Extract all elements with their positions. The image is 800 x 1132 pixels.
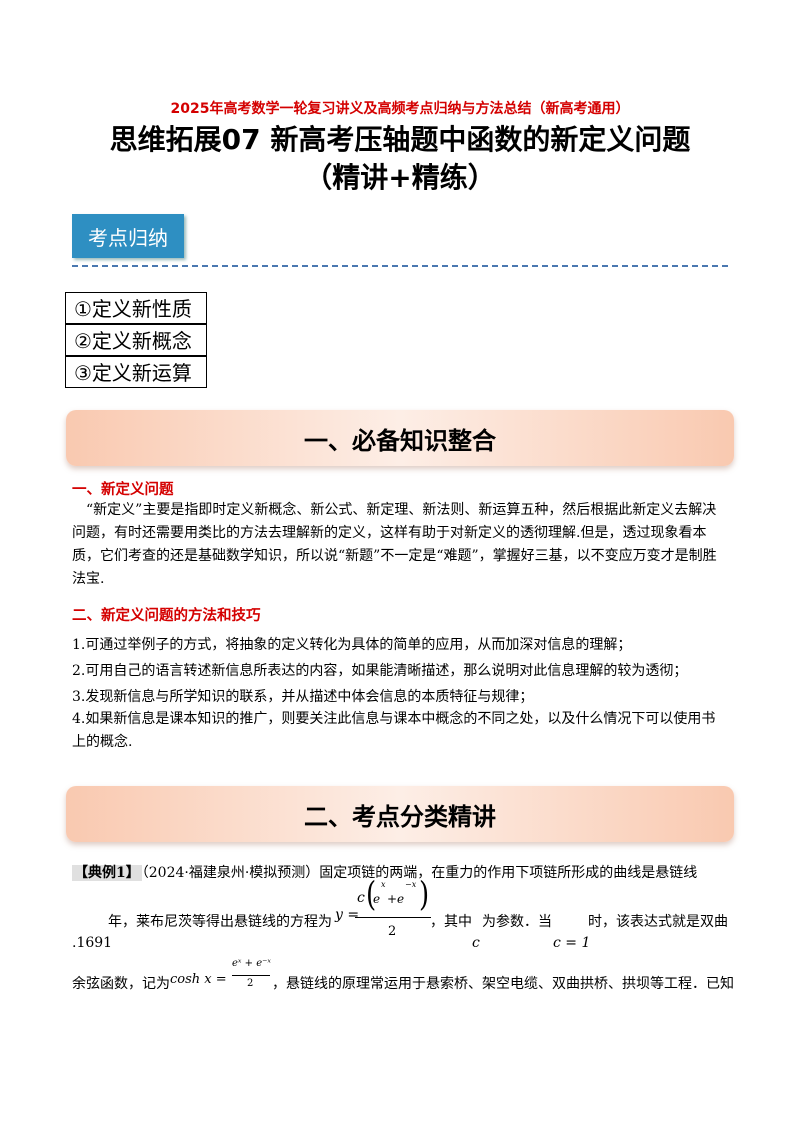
document-title: 思维拓展07 新高考压轴题中函数的新定义问题: [109, 123, 691, 156]
formula-paren-right: ): [419, 875, 430, 915]
document-subtitle: 2025年高考数学一轮复习讲义及高频考点归纳与方法总结（新高考通用）: [170, 101, 630, 117]
cosh-label: cosh x =: [170, 972, 227, 987]
cosh-denominator: 2: [247, 978, 254, 989]
example-source: （2024·福建泉州·模拟预测）固定项链的两端，在重力的作用下项链所形成的曲线是…: [141, 865, 698, 881]
tip-1: 1.可通过举例子的方式，将抽象的定义转化为具体的简单的应用，从而加深对信息的理解…: [72, 637, 632, 653]
formula-denominator: 2: [388, 924, 397, 939]
formula-exp2: −x: [405, 880, 417, 889]
kaodian-tag: 考点归纳: [72, 214, 184, 258]
tip-2: 2.可用自己的语言转述新信息所表达的内容，如果能清晰描述，那么说明对此信息理解的…: [72, 663, 688, 679]
cosh-fraction-bar: [232, 975, 270, 976]
formula-y: y =: [335, 907, 360, 923]
tip-4: 4.如果新信息是课本知识的推广，则要关注此信息与课本中概念的不同之处，以及什么情…: [72, 711, 716, 750]
example-text-tail: ，悬链线的原理常运用于悬索桥、架空电缆、双曲拱桥、拱坝等工程．已知: [272, 976, 734, 992]
example-text-shi: 时，该表达式就是双曲: [588, 914, 728, 930]
formula-e1: e: [373, 892, 381, 906]
formula-paren-left: (: [366, 875, 377, 915]
formula-fraction-bar: [355, 917, 431, 918]
document-title-suffix: （精讲+精练）: [304, 161, 496, 194]
formula-exp1: x: [381, 880, 386, 889]
paragraph-new-definition: “新定义”主要是指即时定义新概念、新公式、新定理、新法则、新运算五种，然后根据此…: [72, 502, 717, 587]
condition-c-eq-1: c = 1: [553, 935, 591, 951]
example-text-param: 为参数．当: [482, 914, 552, 930]
example-1-intro: 【典例1】（2024·福建泉州·模拟预测）固定项链的两端，在重力的作用下项链所形…: [72, 862, 697, 882]
formula-plus: +: [387, 892, 398, 906]
cosh-formula: cosh x = eˣ + e⁻ˣ 2: [170, 958, 271, 998]
section-banner-2: 二、考点分类精讲: [66, 786, 734, 842]
example-text-qizhong: ，其中: [430, 914, 472, 930]
catenary-formula: y = c ( e x + e −x ) 2: [335, 876, 435, 948]
param-c: c: [472, 935, 480, 951]
formula-c: c: [357, 890, 365, 906]
formula-e2: e: [397, 892, 405, 906]
dashed-divider: [72, 265, 728, 267]
example-text-yuxian: 余弦函数，记为: [72, 976, 170, 992]
heading-methods: 二、新定义问题的方法和技巧: [72, 608, 261, 624]
kaodian-item-3: ③定义新运算: [65, 356, 207, 388]
kaodian-item-1: ①定义新性质: [65, 292, 207, 324]
heading-new-definition: 一、新定义问题: [72, 482, 174, 498]
tip-3: 3.发现新信息与所学知识的联系，并从描述中体会信息的本质特征与规律；: [72, 689, 534, 705]
cosh-numerator: eˣ + e⁻ˣ: [232, 958, 271, 969]
kaodian-item-2: ②定义新概念: [65, 324, 207, 356]
example-year: .1691: [72, 935, 113, 951]
example-label: 【典例1】: [72, 865, 142, 881]
section-banner-1: 一、必备知识整合: [66, 410, 734, 466]
example-text-nian: 年，莱布尼茨等得出悬链线的方程为: [108, 914, 332, 930]
